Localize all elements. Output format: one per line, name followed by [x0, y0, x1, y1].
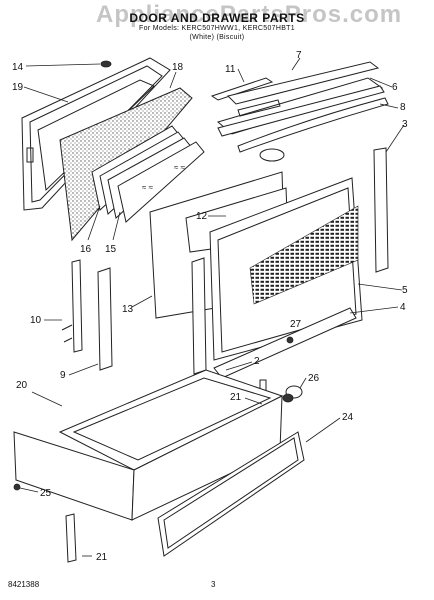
callout-27: 27 [290, 319, 302, 330]
callout-18: 18 [172, 62, 184, 73]
screw-27 [286, 336, 294, 344]
svg-text:≈ ≈: ≈ ≈ [174, 163, 186, 172]
screw-25 [13, 483, 21, 491]
callout-14: 14 [12, 62, 24, 73]
diagram-code: 8421388 [8, 580, 40, 589]
door-glass-pack: ≈ ≈ ≈ ≈ [91, 125, 205, 223]
callout-10: 10 [30, 315, 42, 326]
callout-7: 7 [296, 50, 302, 61]
watermark: AppliancePartsPros.com [96, 1, 403, 28]
callout-leaders [19, 57, 405, 557]
callout-26: 26 [308, 373, 320, 384]
callout-8: 8 [400, 102, 406, 113]
svg-text:≈ ≈: ≈ ≈ [142, 183, 154, 192]
callout-4: 4 [400, 302, 406, 313]
drawer-front [157, 431, 305, 557]
model-subtitle: For Models: KERC507HWW1, KERC507HBT1 [139, 25, 295, 32]
callout-25: 25 [40, 488, 52, 499]
callout-12: 12 [196, 211, 208, 222]
callout-24: 24 [342, 412, 354, 423]
callout-19: 19 [12, 82, 24, 93]
callout-3: 3 [402, 119, 408, 130]
callout-15: 15 [105, 244, 117, 255]
callout-21-upper: 21 [230, 392, 242, 403]
part-11-bracket [210, 77, 274, 101]
outer-door-panel [209, 177, 363, 361]
part-14-clip [100, 60, 112, 68]
drawer-roller [282, 385, 303, 403]
callout-6: 6 [392, 82, 398, 93]
drawer-slide-lower [65, 513, 77, 563]
callout-16: 16 [80, 244, 92, 255]
page-title: DOOR AND DRAWER PARTS [129, 11, 305, 25]
callout-9: 9 [60, 370, 66, 381]
callout-2: 2 [254, 356, 260, 367]
callout-20: 20 [16, 380, 28, 391]
callout-21-lower: 21 [96, 552, 108, 563]
drawer-post [97, 267, 113, 371]
vent-trim-assembly [216, 61, 385, 137]
model-color-subtitle: (White) (Biscuit) [189, 34, 245, 41]
callout-13: 13 [122, 304, 134, 315]
callout-11: 11 [225, 64, 236, 75]
handle-end-cap [259, 148, 285, 162]
side-trim-right [373, 147, 389, 273]
hinge-bracket [61, 259, 83, 353]
side-trim-left [191, 257, 207, 375]
drawer-box [13, 369, 284, 521]
door-handle [237, 97, 389, 153]
page-number: 3 [211, 580, 216, 589]
callout-5: 5 [402, 285, 408, 296]
callout-labels: 14 19 18 11 7 6 8 3 16 15 12 13 10 5 4 2… [12, 50, 408, 563]
